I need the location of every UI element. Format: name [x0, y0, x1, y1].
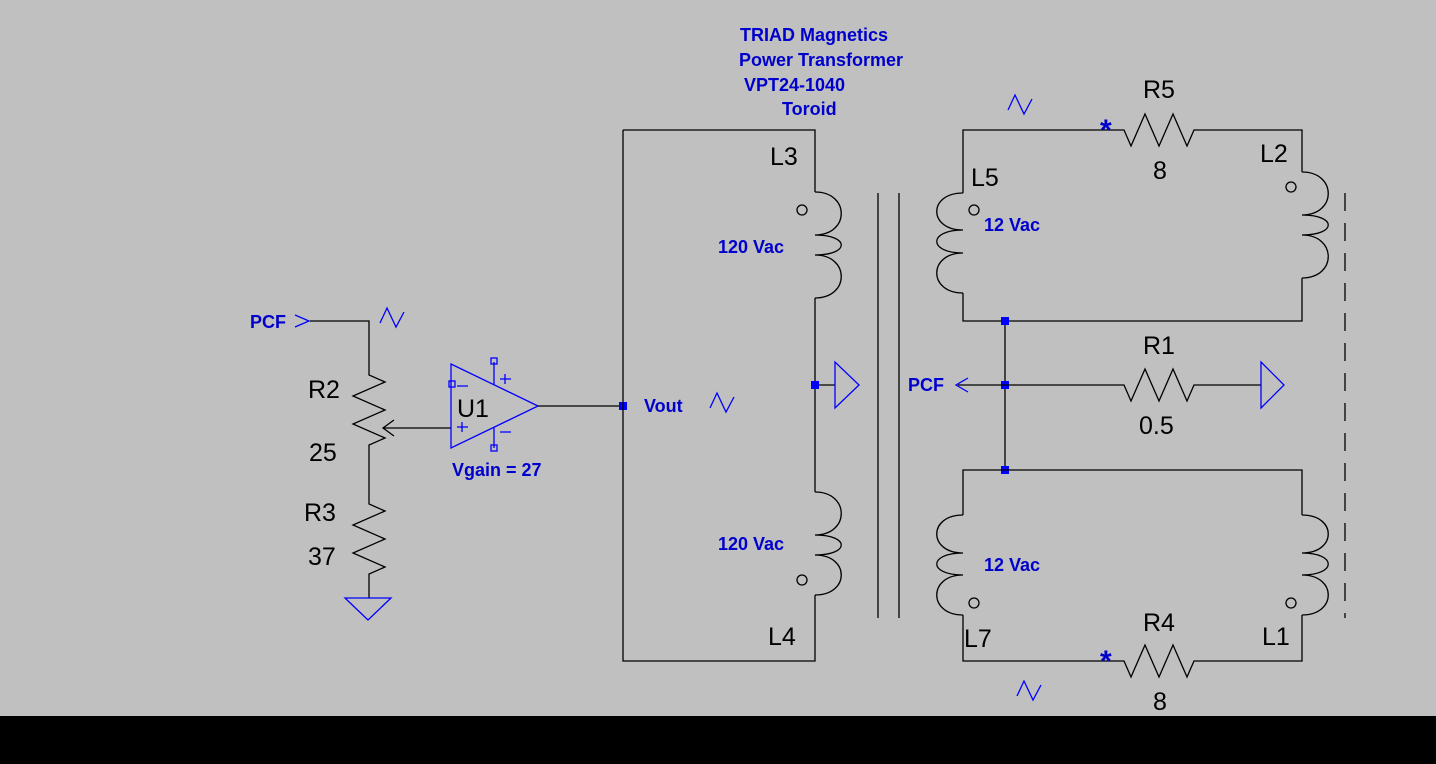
ac-probe-icon[interactable] — [1016, 679, 1042, 702]
wire-pcf-r2 — [310, 320, 370, 368]
r1-resistor[interactable] — [1117, 367, 1201, 403]
pcf-output-label: PCF — [908, 375, 944, 395]
r2-wiper — [381, 419, 451, 437]
wire-r4-l1 — [1201, 615, 1303, 662]
r4-name: R4 — [1143, 609, 1175, 637]
r1-name: R1 — [1143, 332, 1175, 360]
ground-icon — [343, 597, 393, 621]
r5-value: 8 — [1153, 157, 1167, 185]
r1-value: 0.5 — [1139, 412, 1174, 440]
l5-coil[interactable] — [936, 192, 964, 294]
l7-name: L7 — [964, 625, 992, 653]
u1-opamp[interactable]: U1 Vgain = 27 — [448, 357, 542, 480]
r2-value: 25 — [309, 439, 337, 467]
l3-dot — [796, 204, 808, 216]
title-line-3: VPT24-1040 — [744, 75, 845, 95]
l7-coil[interactable] — [936, 514, 964, 616]
center-tap-circuit: PCF R1 0.5 — [908, 317, 1285, 474]
r3-value: 37 — [308, 543, 336, 571]
l4-coil[interactable] — [814, 491, 842, 596]
wire-primary-left — [622, 130, 816, 662]
ground-icon — [834, 360, 860, 410]
r4-resistor[interactable] — [1117, 643, 1201, 679]
l7-voltage: 12 Vac — [984, 555, 1040, 575]
r4-polarity: * — [1100, 645, 1112, 678]
l1-coil[interactable] — [1301, 514, 1329, 616]
opamp-pin-left — [448, 380, 456, 388]
title-line-1: TRIAD Magnetics — [740, 25, 888, 45]
l7-dot — [968, 597, 980, 609]
opamp-pin-top — [490, 357, 498, 365]
ac-probe-icon[interactable] — [1007, 93, 1033, 116]
wire-secondary-top-bottom — [962, 278, 1303, 322]
bottom-black-band — [0, 716, 1436, 764]
l1-dot — [1285, 597, 1297, 609]
r4-value: 8 — [1153, 688, 1167, 716]
ac-probe-icon[interactable] — [379, 306, 405, 329]
pcf-input-arrow-icon — [294, 314, 311, 328]
r2-name: R2 — [308, 376, 340, 404]
u1-param: Vgain = 27 — [452, 460, 542, 480]
pcf-output-arrow-icon — [954, 377, 969, 393]
primary-circuit: L3 120 Vac L4 120 Vac — [622, 129, 860, 662]
r3-name: R3 — [304, 499, 336, 527]
wire-primary-top — [623, 129, 816, 192]
r2-resistor[interactable] — [351, 368, 387, 451]
l4-name: L4 — [768, 623, 796, 651]
opamp-pin-bottom — [490, 444, 498, 452]
pcf-input-label: PCF — [250, 312, 286, 332]
center-node-top — [1001, 317, 1009, 325]
l5-voltage: 12 Vac — [984, 215, 1040, 235]
l3-name: L3 — [770, 143, 798, 171]
u1-name: U1 — [457, 395, 489, 423]
l2-dot — [1285, 181, 1297, 193]
secondary-bottom-circuit: 12 Vac L7 * R4 8 L1 — [936, 469, 1329, 716]
input-section: PCF R2 25 R3 37 — [250, 306, 451, 621]
title-line-2: Power Transformer — [739, 50, 903, 70]
l5-name: L5 — [971, 164, 999, 192]
wire-l7-r4 — [962, 615, 1117, 662]
title-block: TRIAD Magnetics Power Transformer VPT24-… — [739, 25, 903, 119]
r5-polarity: * — [1100, 114, 1112, 147]
opamp-pin-signs — [457, 374, 511, 433]
l4-dot — [796, 574, 808, 586]
l1-name: L1 — [1262, 623, 1290, 651]
vout-label: Vout — [644, 396, 683, 416]
ac-probe-icon[interactable] — [709, 391, 735, 414]
r5-resistor[interactable] — [1117, 112, 1201, 148]
l4-voltage: 120 Vac — [718, 534, 784, 554]
ground-icon — [1260, 360, 1285, 410]
title-line-4: Toroid — [782, 99, 837, 119]
l2-name: L2 — [1260, 140, 1288, 168]
primary-center-node — [811, 381, 819, 389]
wire-secondary-bottom-top — [962, 469, 1303, 515]
r3-resistor[interactable] — [351, 497, 387, 598]
transformer-core — [877, 193, 900, 618]
l3-coil[interactable] — [814, 191, 842, 299]
wire-l5-top — [962, 129, 1117, 193]
r5-name: R5 — [1143, 76, 1175, 104]
l5-dot — [968, 204, 980, 216]
wire-r5-l2 — [1201, 129, 1303, 172]
l2-coil[interactable] — [1301, 171, 1329, 279]
secondary-top-circuit: * R5 8 L2 L5 12 Vac — [936, 76, 1329, 322]
l3-voltage: 120 Vac — [718, 237, 784, 257]
